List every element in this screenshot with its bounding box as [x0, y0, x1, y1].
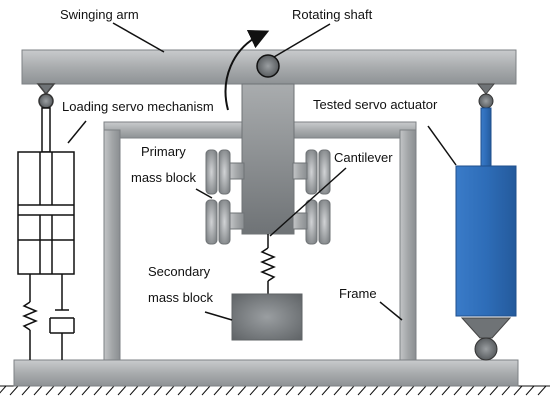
leader-lines	[67, 22, 457, 321]
label-secondary-line1: Secondary	[148, 264, 211, 279]
label-rotating-shaft: Rotating shaft	[292, 7, 373, 22]
primary-mass-discs-right	[292, 149, 331, 245]
secondary-mass-block	[231, 293, 303, 341]
label-cantilever: Cantilever	[334, 150, 393, 165]
ground-hatch	[0, 385, 550, 396]
cantilever-column	[241, 83, 295, 235]
label-frame: Frame	[339, 286, 377, 301]
label-swinging-arm: Swinging arm	[60, 7, 139, 22]
primary-mass-discs-left	[205, 149, 245, 245]
label-loading-servo: Loading servo mechanism	[62, 99, 214, 114]
label-primary-line2: mass block	[131, 170, 197, 185]
tested-servo-actuator	[455, 83, 517, 361]
label-primary-line1: Primary	[141, 144, 186, 159]
base-plate	[13, 359, 519, 387]
loading-servo-mechanism	[17, 83, 75, 360]
rotation-arrow	[224, 30, 270, 111]
label-tested-servo: Tested servo actuator	[313, 97, 438, 112]
coupling-spring	[260, 234, 276, 294]
label-secondary-line2: mass block	[148, 290, 214, 305]
rotating-shaft	[256, 54, 280, 78]
